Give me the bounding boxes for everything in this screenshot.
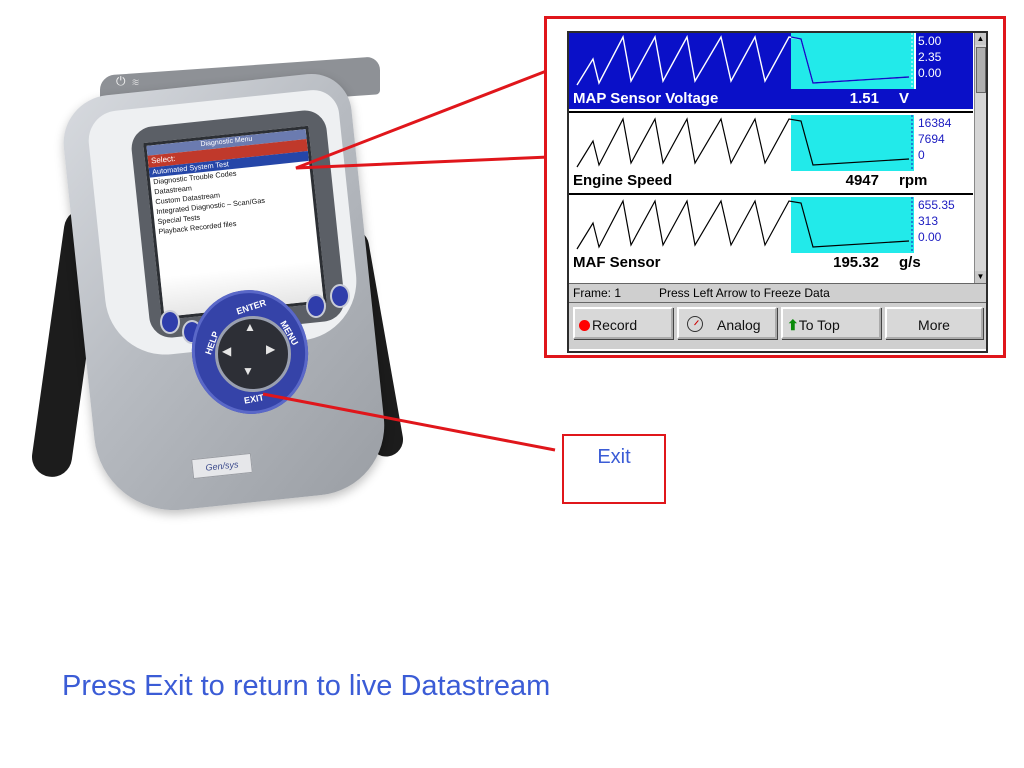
function-button-4[interactable] (330, 284, 350, 308)
arrow-up-icon: ⬆ (787, 317, 799, 333)
arrow-right-icon[interactable]: ▶ (266, 342, 276, 356)
screen-callout-line (295, 68, 550, 170)
arrow-up-icon[interactable]: ▲ (244, 320, 256, 334)
exit-callout-line (262, 392, 556, 452)
maf-sensor-scale: 655.35 313 0.00 (916, 197, 973, 253)
pid-name: MAF Sensor (573, 254, 661, 271)
record-button[interactable]: Record (573, 307, 673, 339)
status-bar: Frame: 1 Press Left Arrow to Freeze Data (569, 283, 986, 303)
scroll-up-icon[interactable]: ▲ (975, 33, 986, 45)
scale-min: 0.00 (918, 66, 942, 80)
analog-label: Analog (717, 317, 761, 333)
scale-min: 0 (918, 148, 925, 162)
more-label: More (918, 317, 950, 333)
arrow-keys[interactable] (215, 316, 291, 392)
gauge-icon (687, 316, 703, 332)
pid-unit: rpm (899, 172, 928, 189)
engine-speed-label: Engine Speed 4947 rpm (569, 171, 973, 191)
datastream-row-map-sensor-voltage[interactable]: 5.00 2.35 0.00 MAP Sensor Voltage 1.51 V (569, 33, 973, 111)
freeze-hint: Press Left Arrow to Freeze Data (659, 286, 830, 300)
maf-sensor-label: MAF Sensor 195.32 g/s (569, 253, 973, 273)
pid-value: 1.51 (849, 90, 879, 107)
maf-sensor-graph (569, 197, 914, 253)
map-voltage-scale: 5.00 2.35 0.00 (916, 33, 973, 89)
datastream-row-engine-speed[interactable]: 16384 7694 0 Engine Speed 4947 rpm (569, 115, 973, 193)
record-icon (579, 320, 590, 331)
datastream-row-maf-sensor[interactable]: 655.35 313 0.00 MAF Sensor 195.32 g/s (569, 197, 973, 275)
frame-counter: Frame: 1 (573, 286, 622, 300)
map-voltage-label: MAP Sensor Voltage 1.51 V (569, 89, 973, 109)
to-top-label: To Top (798, 317, 840, 333)
record-label: Record (592, 317, 638, 333)
pid-value: 4947 (845, 172, 879, 189)
datastream-zoom-panel: 5.00 2.35 0.00 MAP Sensor Voltage 1.51 V (544, 16, 1006, 358)
analog-button[interactable]: Analog (677, 307, 777, 339)
function-button-1[interactable] (160, 310, 180, 334)
scale-mid: 313 (918, 214, 939, 228)
function-button-3[interactable] (306, 294, 326, 318)
datastream-screen: 5.00 2.35 0.00 MAP Sensor Voltage 1.51 V (567, 31, 988, 353)
button-bar: Record Analog ⬆To Top More (569, 303, 986, 349)
to-top-button[interactable]: ⬆To Top (781, 307, 881, 339)
scale-mid: 2.35 (918, 50, 942, 64)
exit-callout-box: Exit (562, 434, 666, 504)
power-icon[interactable]: ⏻ ≋ (116, 74, 139, 88)
pid-value: 195.32 (833, 254, 879, 271)
scale-mid: 7694 (918, 132, 945, 146)
engine-speed-scale: 16384 7694 0 (916, 115, 973, 171)
exit-callout-label: Exit (597, 446, 631, 468)
pid-name: MAP Sensor Voltage (573, 90, 719, 107)
scale-min: 0.00 (918, 230, 942, 244)
pid-unit: g/s (899, 254, 921, 271)
scale-max: 16384 (918, 116, 952, 130)
arrow-down-icon[interactable]: ▼ (242, 364, 254, 378)
map-voltage-graph (569, 33, 914, 89)
pid-unit: V (899, 90, 910, 107)
arrow-left-icon[interactable]: ◀ (222, 344, 232, 358)
more-button[interactable]: More (885, 307, 983, 339)
scale-max: 5.00 (918, 34, 942, 48)
scroll-thumb[interactable] (976, 47, 986, 93)
row-divider (569, 111, 973, 113)
pid-name: Engine Speed (573, 172, 673, 189)
genisys-scan-tool: ⏻ ≋ Diagnostic Menu Select: Automated Sy… (29, 56, 406, 519)
instruction-caption: Press Exit to return to live Datastream (62, 670, 551, 702)
vertical-scrollbar[interactable]: ▲ ▼ (974, 33, 986, 283)
engine-speed-graph (569, 115, 914, 171)
scale-max: 655.35 (918, 198, 955, 212)
scroll-down-icon[interactable]: ▼ (975, 271, 986, 283)
row-divider (569, 193, 973, 195)
